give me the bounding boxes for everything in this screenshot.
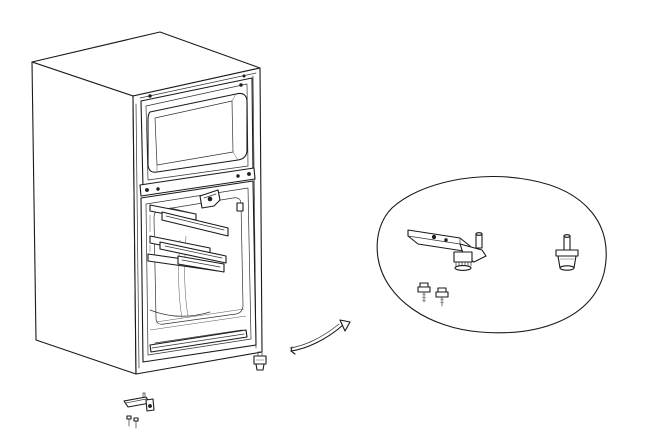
removed-hinge-parts: [123, 392, 155, 429]
detail-callout-ellipse: [376, 175, 607, 334]
hinge-bracket-detail: [407, 229, 487, 271]
fresh-food-compartment: [140, 180, 257, 363]
interior-hinge-bracket: [199, 189, 244, 212]
screws-detail: [417, 282, 449, 307]
cabinet-leveling-foot: [253, 351, 267, 371]
callout-arrow: [289, 319, 351, 355]
leveling-foot-detail: [555, 234, 579, 271]
shelf-rails: [147, 204, 229, 273]
mullion-divider: [139, 167, 256, 197]
